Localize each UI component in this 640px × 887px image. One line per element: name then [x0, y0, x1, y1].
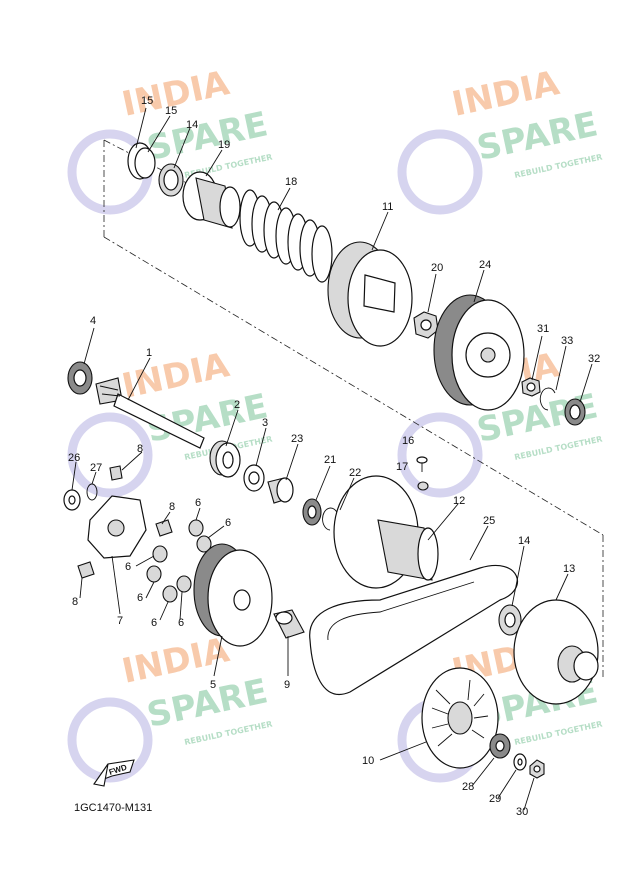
wrench-icon — [397, 129, 483, 215]
secondary-sheave-12 — [333, 475, 439, 589]
shaft-1 — [95, 377, 205, 449]
callout-15-a: 15 — [141, 95, 153, 107]
callout-6-f: 6 — [178, 617, 184, 629]
slider-8-c — [77, 561, 95, 579]
callout-4: 4 — [90, 315, 96, 327]
slider-8-b — [155, 519, 173, 537]
weight-6-e — [162, 585, 178, 603]
bearing-19 — [182, 171, 241, 229]
cam-plate-7 — [87, 495, 147, 559]
callout-23: 23 — [291, 433, 303, 445]
weight-6-d — [146, 565, 162, 583]
callout-16: 16 — [402, 435, 414, 447]
callout-6-e: 6 — [151, 617, 157, 629]
assembly-frame — [103, 139, 604, 680]
bearing-32 — [564, 398, 586, 426]
weight-6-c — [152, 545, 168, 563]
callout-6-c: 6 — [125, 561, 131, 573]
collar-23 — [267, 477, 294, 504]
callout-3: 3 — [262, 417, 268, 429]
drive-belt-25 — [309, 564, 518, 695]
callout-6-b: 6 — [225, 517, 231, 529]
pin-16 — [416, 456, 428, 472]
leader-lines — [71, 107, 593, 811]
callout-30: 30 — [516, 806, 528, 818]
primary-sheave-5 — [193, 543, 273, 647]
fwd-arrow-icon: FWD — [93, 759, 135, 787]
seal-21 — [302, 498, 322, 526]
callout-31: 31 — [537, 323, 549, 335]
callout-28: 28 — [462, 781, 474, 793]
fan-pulley-10 — [421, 667, 499, 769]
callout-33: 33 — [561, 335, 573, 347]
washer-29 — [513, 753, 527, 771]
callout-32: 32 — [588, 353, 600, 365]
bearing-2 — [209, 440, 241, 478]
callout-26: 26 — [68, 452, 80, 464]
callout-5: 5 — [210, 679, 216, 691]
seal-4 — [67, 361, 93, 395]
clutch-carrier-11 — [327, 241, 413, 347]
wrench-icon — [397, 412, 483, 498]
callout-13: 13 — [563, 563, 575, 575]
callout-6-d: 6 — [137, 592, 143, 604]
ring-15-a — [127, 142, 156, 180]
callout-19: 19 — [218, 139, 230, 151]
callout-8-b: 8 — [169, 501, 175, 513]
washer-31 — [521, 377, 541, 397]
callout-6-a: 6 — [195, 497, 201, 509]
nut-20 — [413, 311, 439, 339]
diagram-code: 1GC1470-M131 — [74, 802, 152, 814]
washer-28 — [489, 733, 511, 759]
callout-27: 27 — [90, 462, 102, 474]
callout-17: 17 — [396, 461, 408, 473]
watermark-top-right: INDIA SPARE REBUILD TOGETHER — [397, 63, 603, 215]
spring-18 — [239, 189, 333, 283]
weight-6-f — [176, 575, 192, 593]
weight-6-b — [196, 535, 212, 553]
weight-6-a — [188, 519, 204, 537]
oil-seal-14-a — [158, 163, 184, 197]
callout-20: 20 — [431, 262, 443, 274]
pin-17 — [417, 481, 429, 491]
callout-12: 12 — [453, 495, 465, 507]
circlip-22 — [322, 507, 339, 531]
clutch-outer-13 — [513, 599, 599, 705]
callout-1: 1 — [146, 347, 152, 359]
callout-11: 11 — [382, 201, 393, 213]
callout-9: 9 — [284, 679, 290, 691]
collar-9 — [273, 609, 305, 639]
nut-30 — [529, 759, 545, 779]
callout-18: 18 — [285, 176, 297, 188]
slider-8-a — [109, 465, 123, 481]
callout-21: 21 — [324, 454, 336, 466]
callout-8-a: 8 — [137, 443, 143, 455]
circlip-33 — [539, 387, 556, 411]
clutch-housing-24 — [433, 294, 525, 411]
callout-14-b: 14 — [518, 535, 530, 547]
callout-2: 2 — [234, 399, 240, 411]
callout-10: 10 — [362, 755, 374, 767]
seal-14-b — [498, 604, 522, 636]
callout-15-b: 15 — [165, 105, 177, 117]
wrench-icon — [67, 412, 153, 498]
wrench-icon — [67, 697, 153, 783]
callout-7: 7 — [117, 615, 123, 627]
watermark-bottom-left: INDIA SPARE REBUILD TOGETHER — [67, 630, 273, 783]
washer-26 — [63, 489, 81, 511]
callout-14-a: 14 — [186, 119, 198, 131]
callout-25: 25 — [483, 515, 495, 527]
callout-24: 24 — [479, 259, 491, 271]
callout-8-c: 8 — [72, 596, 78, 608]
callout-29: 29 — [489, 793, 501, 805]
callout-22: 22 — [349, 467, 361, 479]
washer-3 — [243, 464, 265, 492]
